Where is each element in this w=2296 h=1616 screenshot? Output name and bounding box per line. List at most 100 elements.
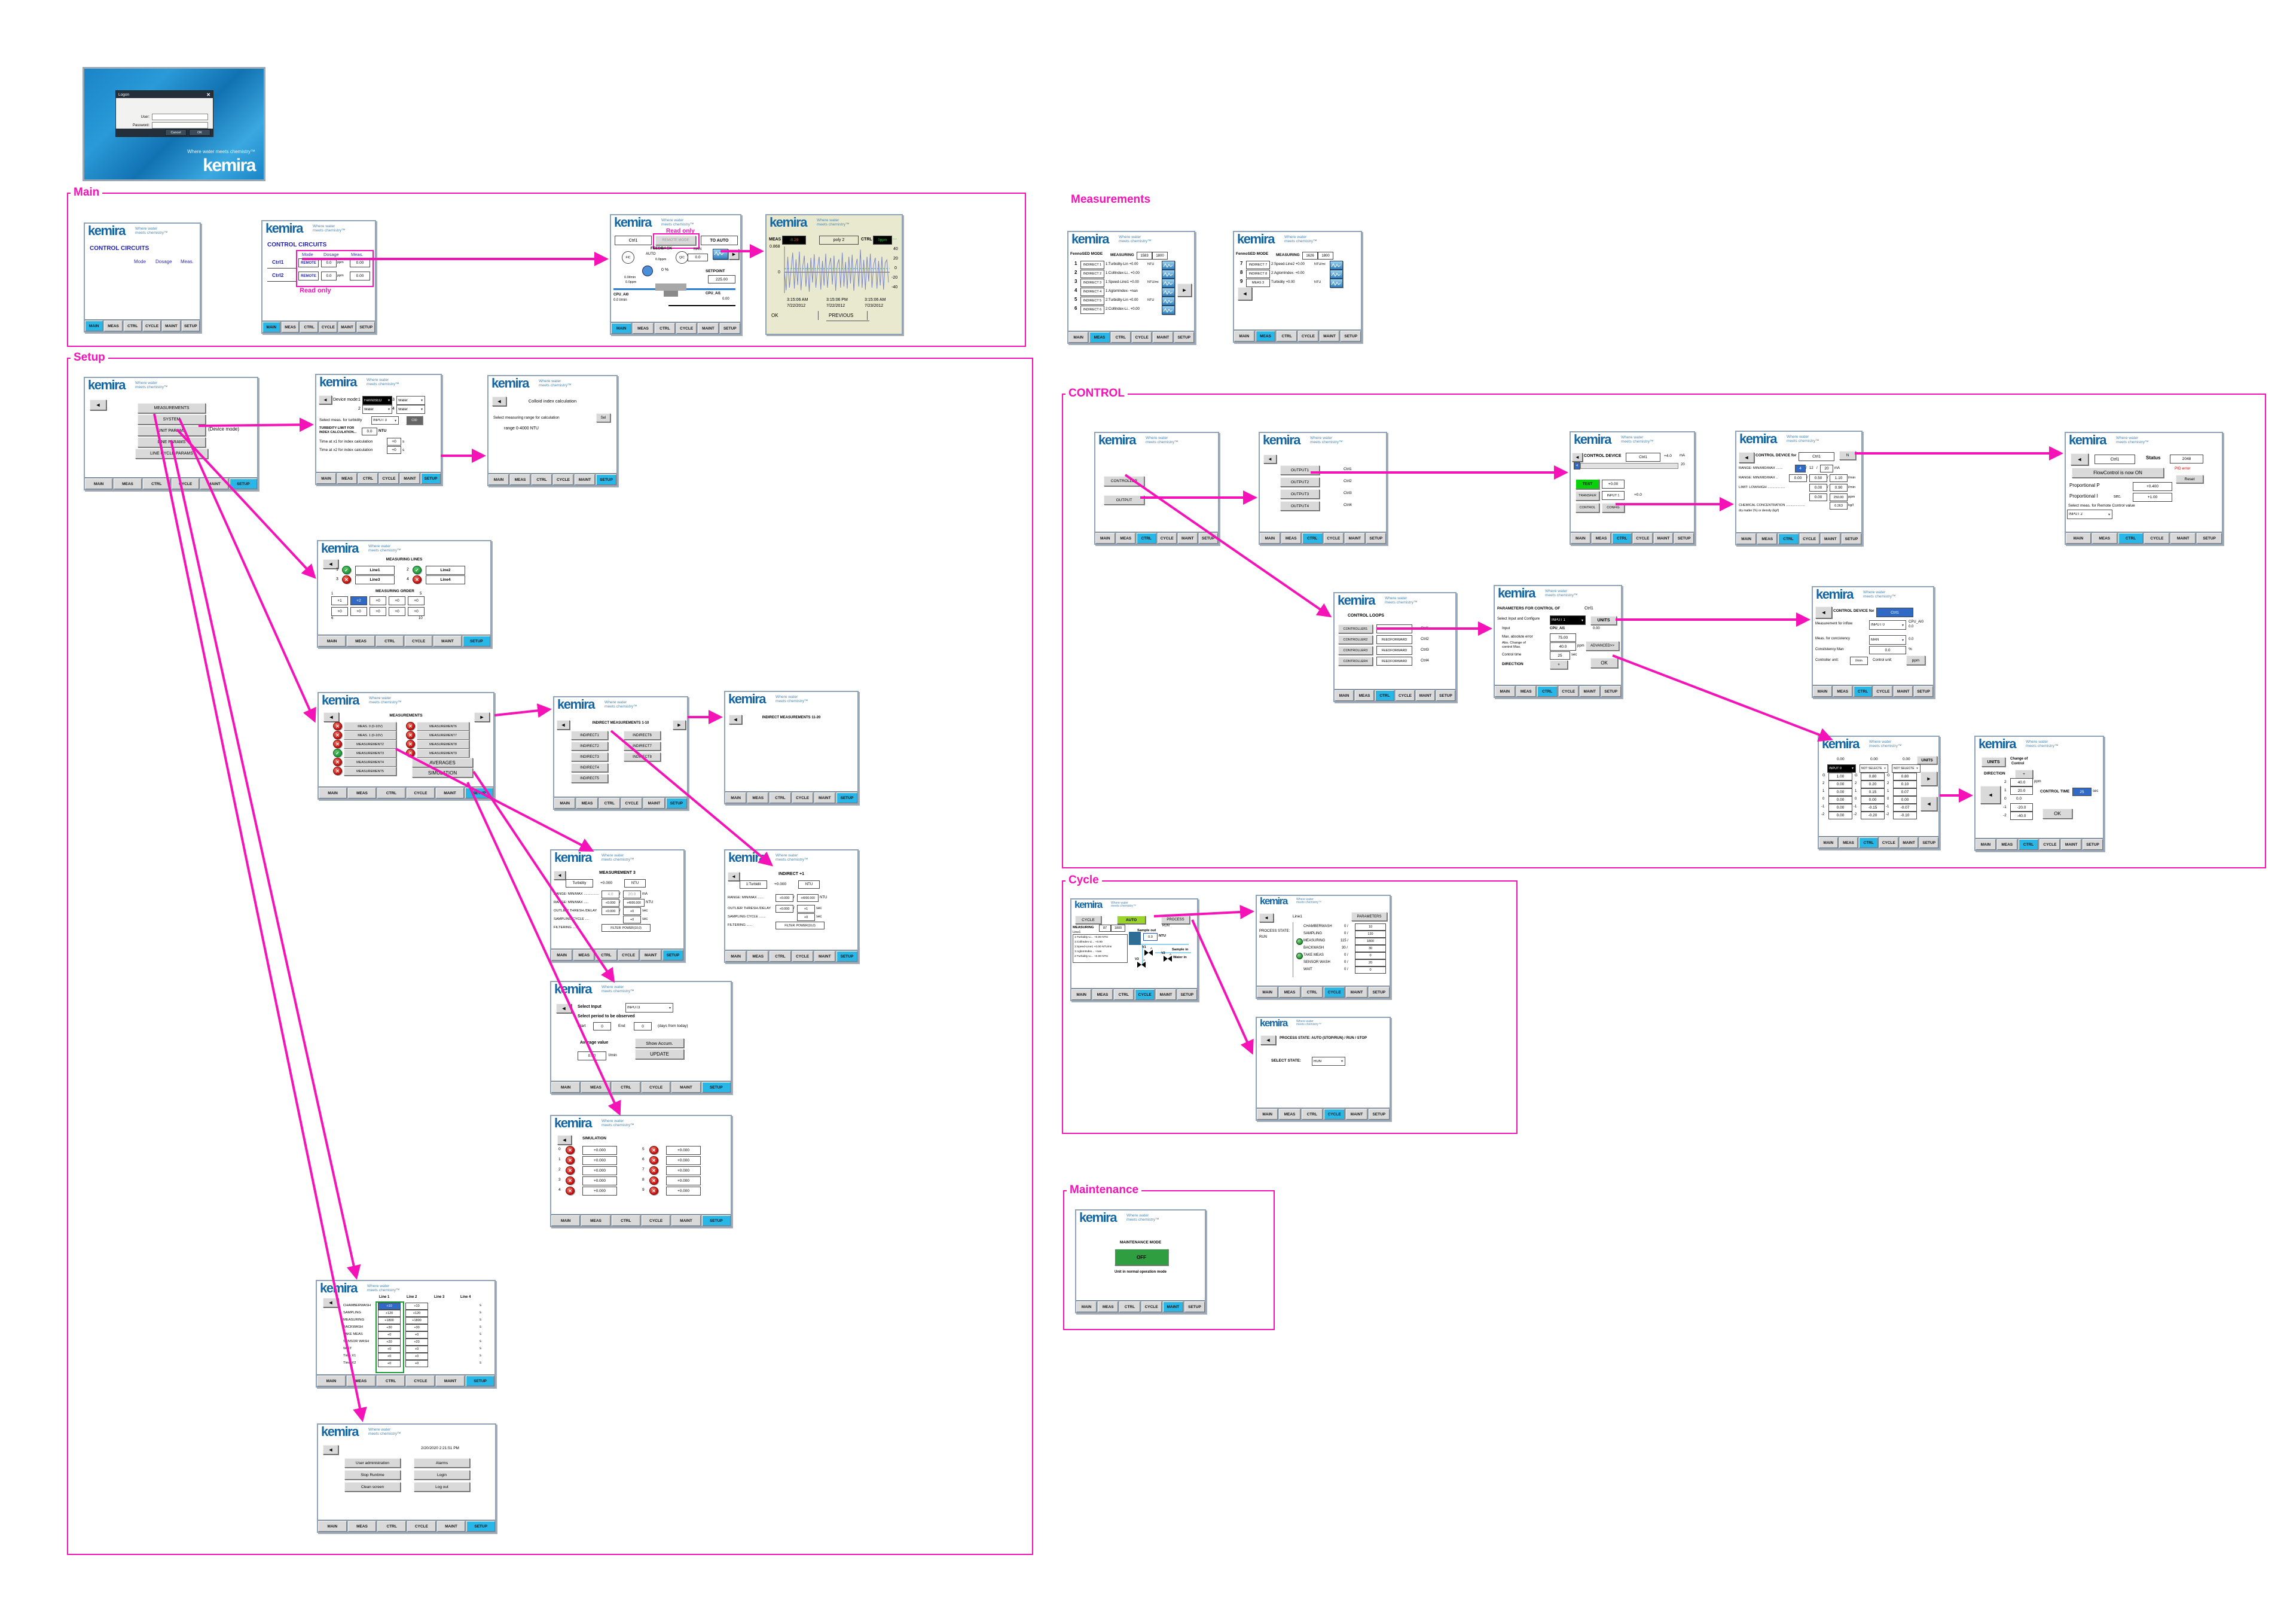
field[interactable]: +0: [405, 1353, 428, 1360]
parameters-button[interactable]: PARAMETERS: [1351, 912, 1387, 921]
button[interactable]: INDIRECT6: [624, 731, 661, 740]
line-params-menu-button[interactable]: LINE PARAMS: [138, 437, 206, 447]
nav-ctrl[interactable]: CTRL: [611, 1215, 640, 1226]
nav-cycle[interactable]: CYCLE: [1157, 533, 1177, 544]
field[interactable]: 250.00: [1830, 493, 1848, 501]
stop-runtime-button[interactable]: Stop Runtime: [344, 1470, 401, 1480]
field[interactable]: +0.000: [582, 1176, 617, 1185]
nav-cycle[interactable]: CYCLE: [1131, 332, 1152, 343]
nav-meas[interactable]: MEAS: [1279, 987, 1300, 998]
nav-meas[interactable]: MEAS: [747, 951, 769, 962]
nav-meas[interactable]: MEAS: [1281, 533, 1301, 544]
nav-main[interactable]: MAIN: [1260, 533, 1280, 544]
max-abs-error[interactable]: 75.00: [1550, 633, 1576, 642]
nav-setup[interactable]: SETUP: [719, 323, 740, 334]
next-page-button[interactable]: ►: [1177, 283, 1192, 297]
nav-maint[interactable]: MAINT: [1156, 989, 1176, 1000]
nav-ctrl[interactable]: CTRL: [1778, 533, 1799, 544]
nav-main[interactable]: MAIN: [1071, 989, 1092, 1000]
nav-ctrl[interactable]: CTRL: [1137, 533, 1156, 544]
button[interactable]: INDIRECT1: [571, 731, 608, 740]
cross-icon[interactable]: ✕: [649, 1146, 658, 1154]
nav-setup[interactable]: SETUP: [1368, 1109, 1390, 1120]
field[interactable]: +0.000: [582, 1156, 617, 1165]
button[interactable]: MEASUREMENT2: [344, 740, 396, 749]
field[interactable]: INDIRECT 7: [1246, 261, 1270, 269]
nav-meas[interactable]: MEAS: [1255, 331, 1276, 342]
nav-ctrl[interactable]: CTRL: [375, 636, 404, 647]
nav-meas[interactable]: MEAS: [576, 798, 598, 809]
cross-icon[interactable]: ✕: [649, 1176, 658, 1185]
field[interactable]: 4: [1795, 465, 1806, 472]
nav-ctrl[interactable]: CTRL: [2118, 533, 2144, 544]
field[interactable]: +0.000: [602, 907, 619, 915]
nav-meas[interactable]: MEAS: [581, 1082, 610, 1093]
field[interactable]: +10: [405, 1303, 428, 1310]
nav-maint[interactable]: MAINT: [814, 951, 835, 962]
line3-enabled[interactable]: ✕: [342, 575, 351, 584]
nav-setup[interactable]: SETUP: [1177, 989, 1197, 1000]
ctrl1-mode[interactable]: REMOTE: [298, 258, 319, 267]
consistency-man[interactable]: 0.0: [1869, 646, 1906, 654]
nav-setup[interactable]: SETUP: [662, 950, 684, 961]
nav-meas[interactable]: MEAS: [1516, 686, 1536, 697]
nav-ctrl[interactable]: CTRL: [1537, 686, 1558, 697]
field[interactable]: 0.15: [1861, 788, 1885, 796]
flowcontrol-toggle[interactable]: FlowControl is now ON: [2072, 468, 2164, 478]
measuring-elapsed[interactable]: 1626: [1302, 252, 1318, 260]
nav-maint[interactable]: MAINT: [1153, 332, 1173, 343]
cross-icon[interactable]: ✕: [333, 767, 342, 775]
button[interactable]: INDIRECT4: [571, 763, 608, 772]
ok-button[interactable]: OK: [2042, 809, 2072, 819]
nav-setup[interactable]: SETUP: [357, 322, 375, 333]
ctrl1-dosage[interactable]: 0.0: [321, 258, 337, 267]
ctrl2-dosage[interactable]: 0.0: [321, 272, 337, 280]
nav-maint[interactable]: MAINT: [2061, 839, 2082, 850]
field[interactable]: +4000.000: [623, 899, 645, 907]
device-select[interactable]: Ctrl1: [1876, 608, 1913, 617]
nav-cycle[interactable]: CYCLE: [641, 1215, 671, 1226]
nav-main[interactable]: MAIN: [1813, 686, 1832, 697]
ctrl1-meas[interactable]: 0.00: [350, 258, 370, 267]
process-button[interactable]: PROCESS: [1161, 916, 1190, 924]
button[interactable]: OUTPUT3: [1280, 489, 1320, 499]
trend-icon-button[interactable]: [1162, 306, 1175, 315]
nav-maint[interactable]: MAINT: [162, 321, 181, 331]
nav-meas[interactable]: MEAS: [104, 321, 123, 331]
back-button[interactable]: ◄: [729, 715, 742, 724]
show-accum-button[interactable]: Show Accum.: [635, 1038, 684, 1048]
field[interactable]: -0.10: [1893, 812, 1917, 819]
input-configure[interactable]: INPUT 1▾: [1550, 615, 1586, 625]
meas-name[interactable]: Turbidity: [566, 879, 593, 888]
field[interactable]: 0.00: [1828, 788, 1852, 796]
field[interactable]: +20: [405, 1338, 428, 1346]
fwd-button[interactable]: ►: [673, 720, 686, 730]
field[interactable]: FILTER: POWER(10,0): [602, 924, 651, 932]
cross-icon[interactable]: ✕: [333, 722, 342, 730]
nav-ctrl[interactable]: CTRL: [1119, 1301, 1140, 1312]
ctrl2-meas[interactable]: 0.00: [350, 272, 370, 280]
button[interactable]: CONTROLLER3: [1338, 646, 1373, 655]
nav-meas[interactable]: MEAS: [1089, 332, 1110, 343]
field[interactable]: +0.000: [775, 905, 793, 913]
status-value[interactable]: 2048: [2170, 455, 2203, 464]
alarms-button[interactable]: Alarms: [414, 1458, 470, 1468]
nav-ctrl[interactable]: CTRL: [376, 1376, 405, 1386]
nav-main[interactable]: MAIN: [317, 1376, 346, 1386]
nav-cycle[interactable]: CYCLE: [406, 1376, 435, 1386]
button[interactable]: CONTROLLER2: [1338, 635, 1373, 644]
user-admin-button[interactable]: User administration: [344, 1458, 401, 1468]
field[interactable]: +0.000: [582, 1187, 617, 1196]
trend-icon-button[interactable]: [1162, 279, 1175, 288]
nav-ctrl[interactable]: CTRL: [596, 950, 617, 961]
cross-icon[interactable]: ✕: [406, 722, 415, 730]
field[interactable]: 0.00: [1809, 484, 1827, 492]
nav-setup[interactable]: SETUP: [1436, 690, 1455, 701]
nav-ctrl[interactable]: CTRL: [1301, 987, 1323, 998]
nav-maint[interactable]: MAINT: [671, 1082, 701, 1093]
nav-maint[interactable]: MAINT: [671, 1215, 701, 1226]
nav-cycle[interactable]: CYCLE: [379, 473, 399, 484]
field[interactable]: FILTER: POWER(10,0): [775, 922, 825, 929]
line2-enabled[interactable]: ✓: [413, 566, 422, 574]
password-field[interactable]: [152, 122, 208, 129]
